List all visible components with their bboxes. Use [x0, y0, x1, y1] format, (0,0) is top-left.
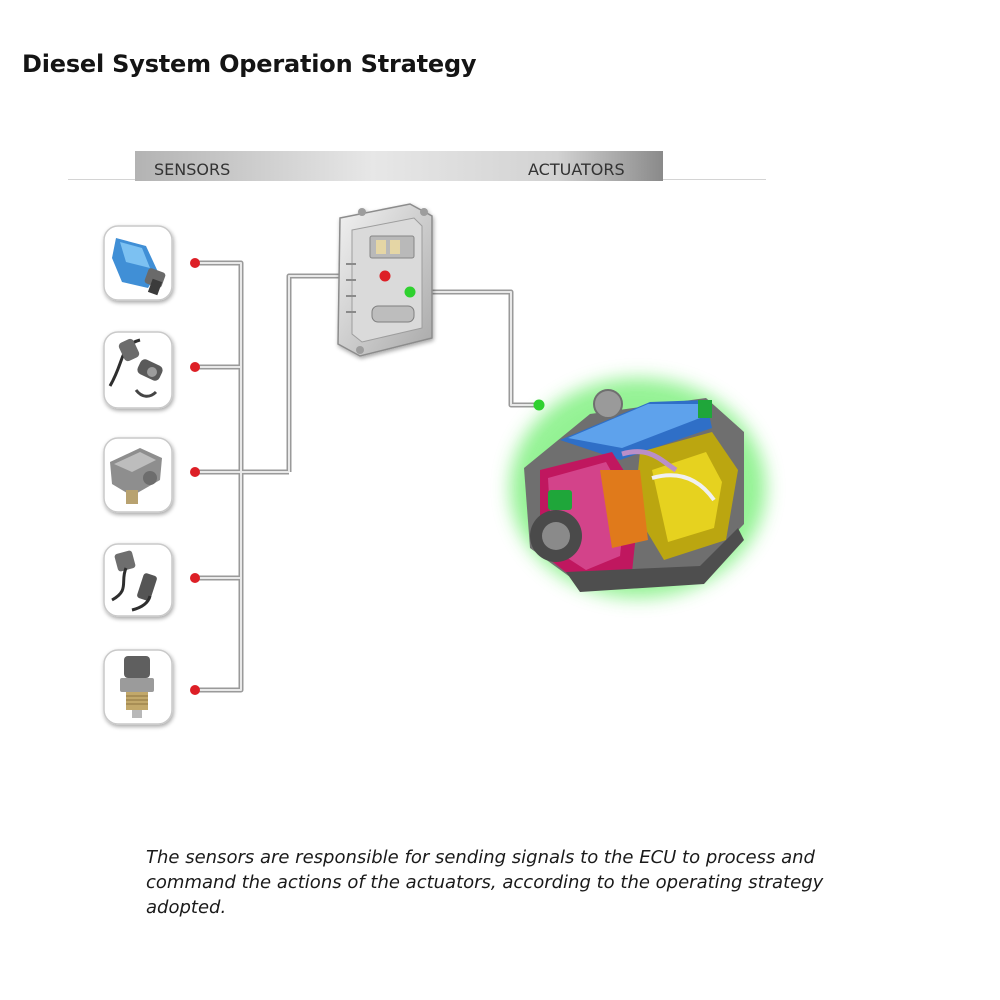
- threaded-temperature-sensor-icon: [103, 649, 173, 725]
- caption-text: The sensors are responsible for sending …: [146, 847, 824, 918]
- signal-dot-sensor-3: [190, 467, 200, 477]
- actuators-label: ACTUATORS: [528, 160, 625, 179]
- sensors-label: SENSORS: [154, 160, 231, 179]
- signal-dot-sensor-2: [190, 362, 200, 372]
- header-band: SENSORS ACTUATORS: [135, 151, 663, 181]
- signal-dot-sensor-4: [190, 573, 200, 583]
- sensor-output-dots: [190, 258, 200, 695]
- wired-position-sensor-icon: [103, 543, 173, 617]
- signal-dot-sensor-1: [190, 258, 200, 268]
- ecu-output-dot: [404, 286, 416, 298]
- blue-connector-sensor-icon: [103, 225, 173, 301]
- engine-input-dot: [533, 399, 545, 411]
- pressure-sensor-icon: [103, 437, 173, 513]
- signal-dot-sensor-5: [190, 685, 200, 695]
- page-title: Diesel System Operation Strategy: [22, 50, 477, 78]
- ecu-input-dot: [379, 270, 391, 282]
- diesel-engine-icon: [510, 378, 766, 598]
- cable-speed-sensor-icon: [103, 331, 173, 409]
- sensor-bus-wiring: [195, 260, 539, 693]
